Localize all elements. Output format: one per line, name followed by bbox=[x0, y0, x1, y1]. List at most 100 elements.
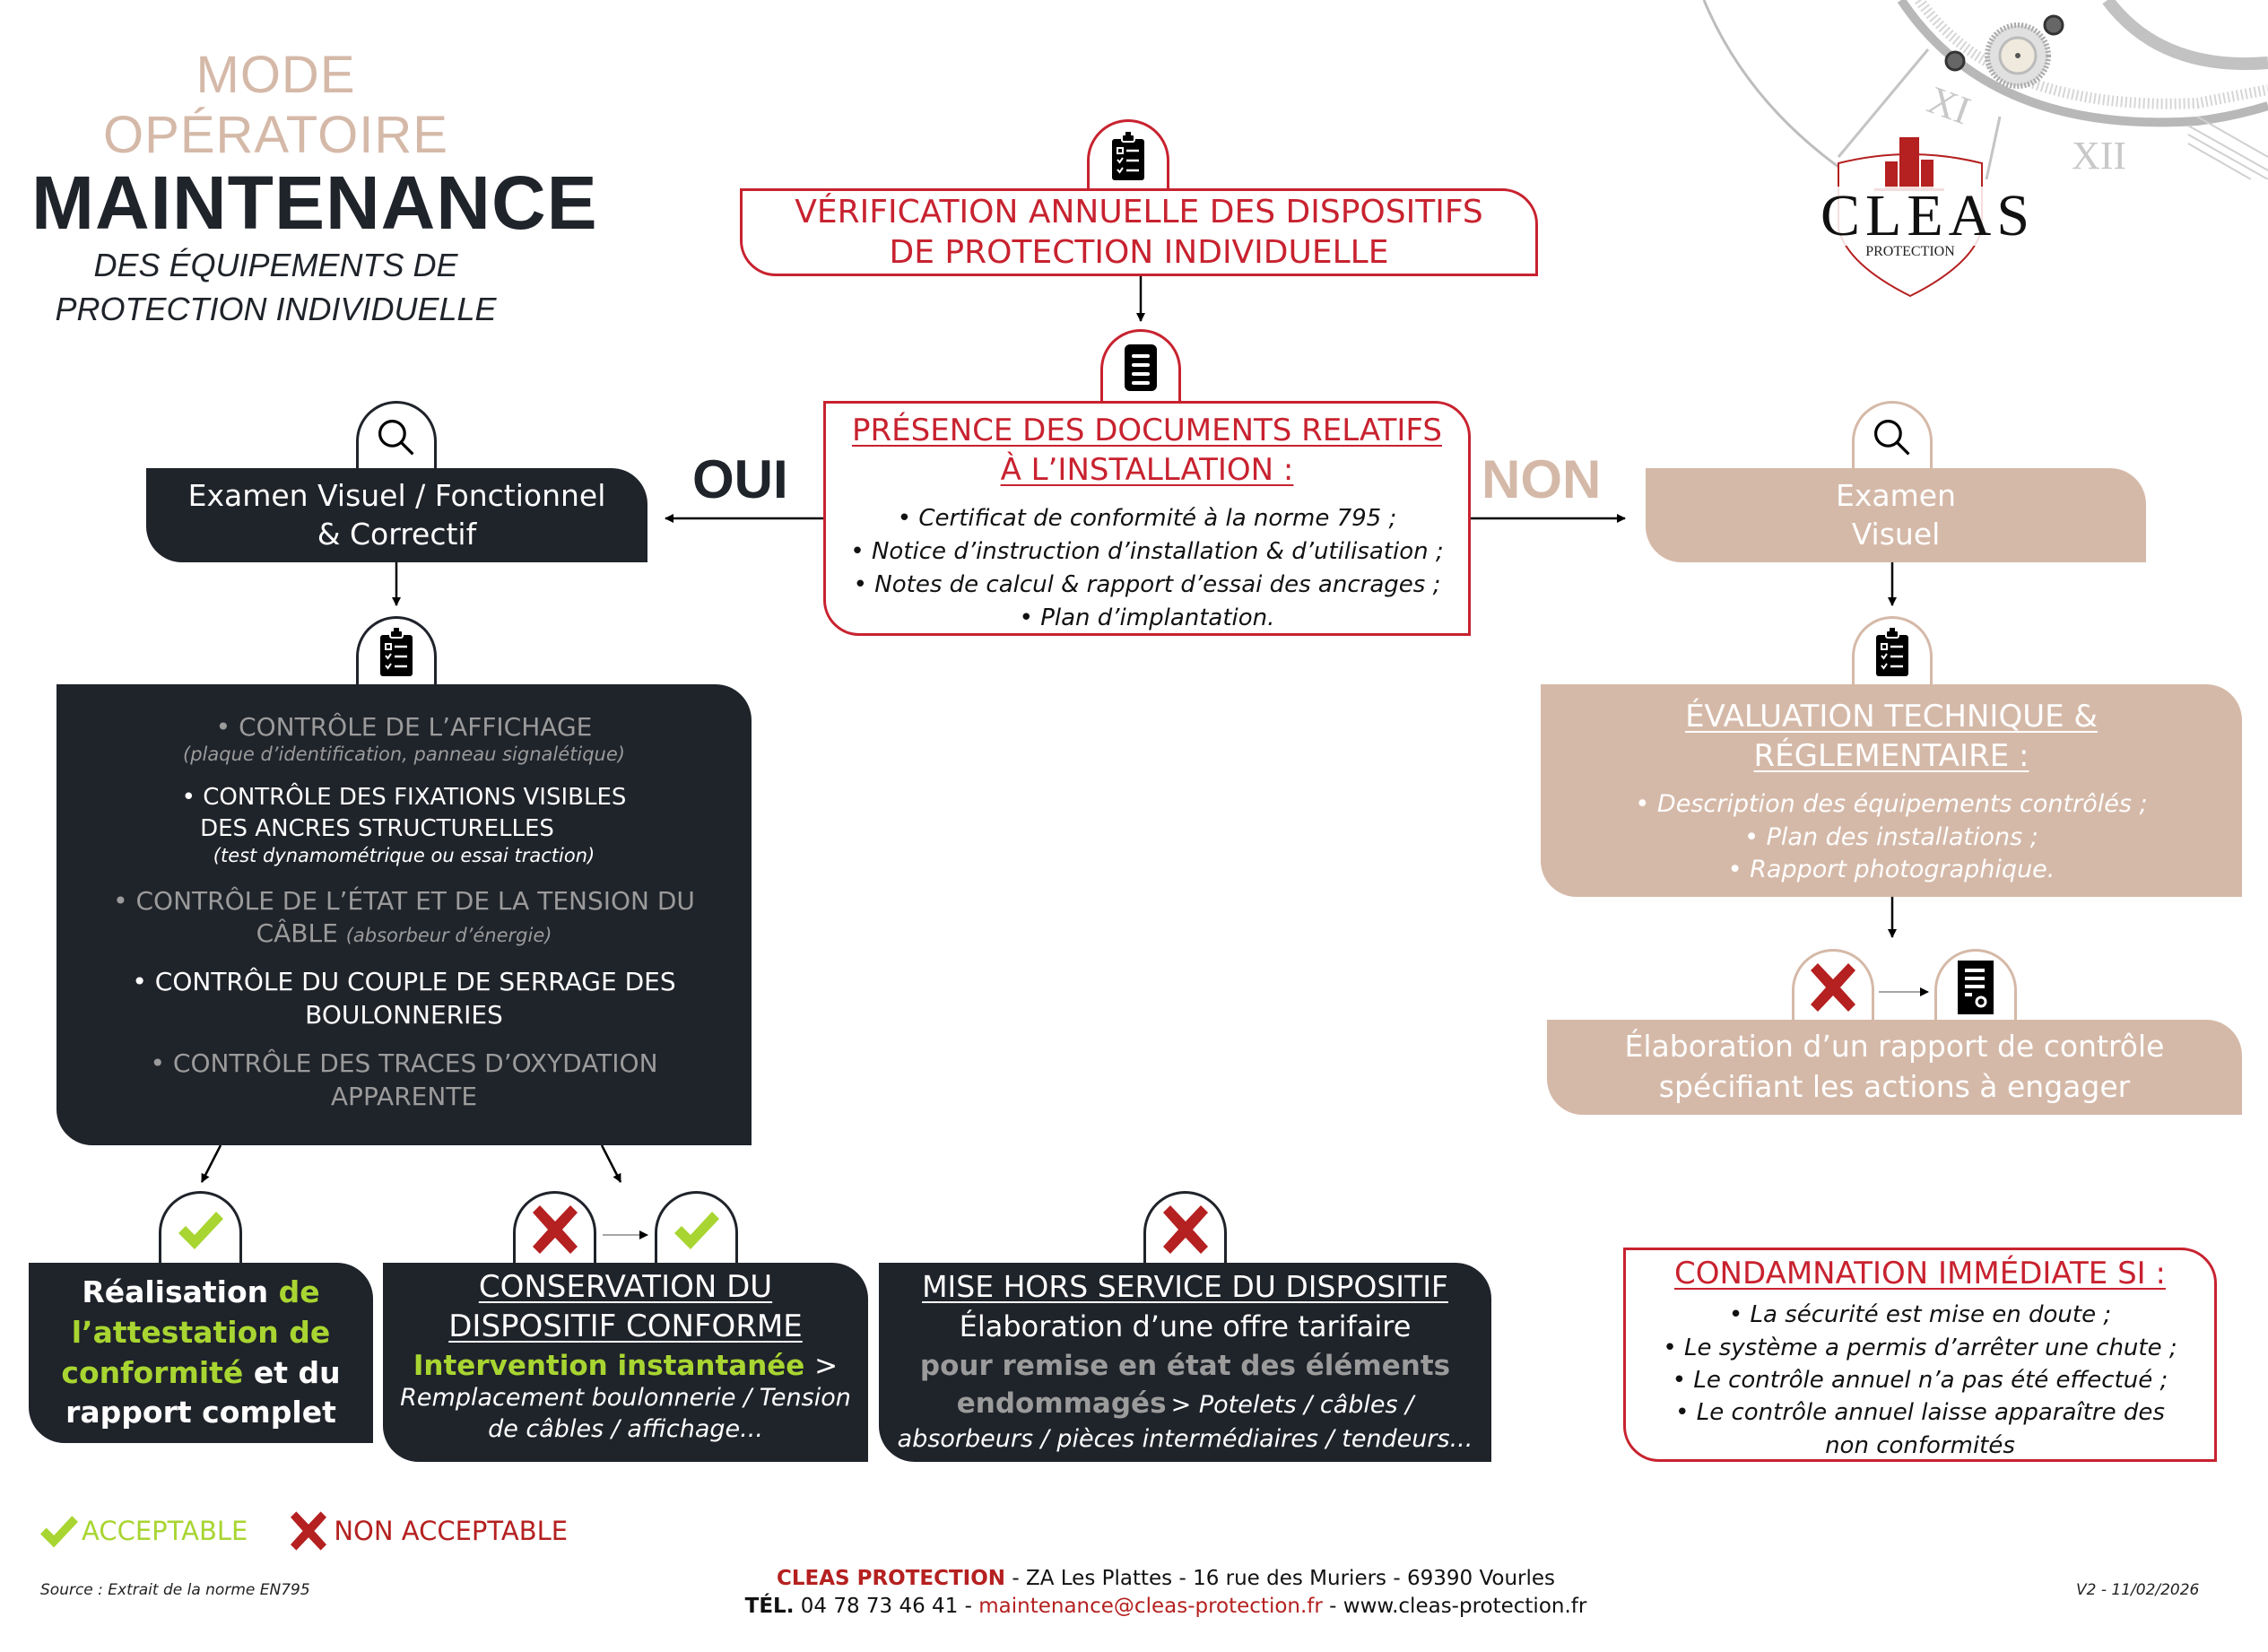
list-item-text: Plan d’implantation. bbox=[1040, 604, 1275, 632]
footer-company: CLEAS PROTECTION bbox=[776, 1567, 1006, 1590]
hors-service-outcome-box: MISE HORS SERVICE DU DISPOSITIF Élaborat… bbox=[879, 1263, 1491, 1462]
evaluation-list: • Description des équipements contrôlés … bbox=[1541, 788, 2242, 886]
bullet-icon: • bbox=[1675, 1399, 1697, 1427]
clipboard-checklist-icon bbox=[1110, 132, 1146, 182]
footer-tel: 04 78 73 46 41 - bbox=[794, 1595, 979, 1619]
branch-no-label: NON bbox=[1482, 449, 1602, 509]
conservation-outcome-box: CONSERVATION DU DISPOSITIF CONFORME Inte… bbox=[383, 1263, 868, 1462]
footer-source: Source : Extrait de la norme EN795 bbox=[40, 1581, 310, 1599]
branch-yes-label: OUI bbox=[692, 449, 788, 509]
list-item: • Description des équipements contrôlés … bbox=[1541, 788, 2242, 821]
list-item-text: Le système a permis d’arrêter une chute … bbox=[1683, 1334, 2177, 1361]
condamnation-list: • La sécurité est mise en doute ;• Le sy… bbox=[1626, 1299, 2214, 1430]
control-label: CONTRÔLE DE L’ÉTAT ET DE LA TENSION DU bbox=[135, 885, 695, 916]
right-exam-icon-tab bbox=[1852, 401, 1933, 471]
conservation-detail-2: de câbles / affichage... bbox=[488, 1415, 763, 1444]
conservation-title-2: DISPOSITIF CONFORME bbox=[448, 1308, 803, 1344]
hors-service-line-3b: > Potelets / câbles / bbox=[1170, 1391, 1414, 1420]
list-item-text: Notice d’instruction d’installation & d’… bbox=[871, 538, 1444, 566]
title-line-protection: PROTECTION INDIVIDUELLE bbox=[55, 290, 497, 327]
list-item: • Notice d’instruction d’installation & … bbox=[826, 535, 1468, 569]
magnifier-icon bbox=[1872, 417, 1913, 458]
hors-service-line-2: pour remise en état des éléments bbox=[919, 1349, 1451, 1382]
cross-icon bbox=[533, 1205, 578, 1254]
right-exam-line-2: Visuel bbox=[1851, 516, 1941, 552]
control-label: CONTRÔLE DE L’AFFICHAGE bbox=[239, 712, 593, 742]
hors-service-line-4: absorbeurs / pièces intermédiaires / ten… bbox=[897, 1424, 1473, 1453]
acceptable-text-1: Réalisation bbox=[82, 1274, 269, 1310]
legend-non-acceptable: NON ACCEPTABLE bbox=[334, 1516, 569, 1546]
left-exam-line-1: Examen Visuel / Fonctionnel bbox=[187, 477, 606, 513]
legend: ACCEPTABLE NON ACCEPTABLE bbox=[40, 1511, 568, 1551]
bullet-icon: • bbox=[1019, 604, 1041, 632]
control-item: • CONTRÔLE DES FIXATIONS VISIBLES DES AN… bbox=[56, 782, 752, 868]
report-box: Élaboration d’un rapport de contrôle spé… bbox=[1547, 1020, 2242, 1115]
bullet-icon: • bbox=[897, 505, 919, 533]
hors-service-line-1: Élaboration d’une offre tarifaire bbox=[959, 1309, 1412, 1343]
clipboard-checklist-icon bbox=[1874, 628, 1910, 678]
cross-icon bbox=[1163, 1205, 1208, 1254]
list-item-text: Plan des installations ; bbox=[1766, 822, 2038, 851]
title-line-mode-operatoire: MODE OPÉRATOIRE bbox=[103, 46, 448, 164]
bullet-icon: • bbox=[1727, 856, 1751, 884]
control-note: (absorbeur d’énergie) bbox=[345, 924, 552, 946]
control-item: • CONTRÔLE DE L’ÉTAT ET DE LA TENSION DU… bbox=[113, 885, 695, 948]
footer-tel-label: TÉL. bbox=[744, 1595, 795, 1619]
control-label-cont: APPARENTE bbox=[330, 1081, 478, 1111]
clock-gear-decoration bbox=[1702, 0, 2268, 179]
control-item: • CONTRÔLE DE L’AFFICHAGE (plaque d’iden… bbox=[56, 711, 752, 766]
footer-contact: CLEAS PROTECTION - ZA Les Plattes - 16 r… bbox=[628, 1565, 1704, 1621]
bullet-icon: • bbox=[1728, 1301, 1751, 1329]
control-note: (test dynamométrique ou essai traction) bbox=[213, 844, 595, 866]
clock-numeral-xii: XII bbox=[2072, 134, 2127, 178]
footer-email-link[interactable]: maintenance@cleas-protection.fr bbox=[978, 1595, 1323, 1619]
control-item: • CONTRÔLE DU COUPLE DE SERRAGE DES BOUL… bbox=[56, 966, 752, 1031]
conservation-arrow: > bbox=[814, 1350, 839, 1383]
conservation-title-1: CONSERVATION DU bbox=[478, 1269, 773, 1305]
list-item-text: Le contrôle annuel laisse apparaître des bbox=[1696, 1399, 2165, 1427]
conservation-detail-1: Remplacement boulonnerie / Tension bbox=[400, 1384, 851, 1413]
control-label: CONTRÔLE DES FIXATIONS VISIBLES bbox=[203, 784, 627, 812]
documents-icon-tab bbox=[1100, 329, 1181, 404]
documents-box: PRÉSENCE DES DOCUMENTS RELATIFS À L’INST… bbox=[823, 401, 1471, 636]
list-item-text: Rapport photographique. bbox=[1750, 856, 2055, 884]
list-item-text: Notes de calcul & rapport d’essai des an… bbox=[874, 571, 1441, 599]
report-line-2: spécifiant les actions à engager bbox=[1658, 1069, 2131, 1104]
footer-version: V2 - 11/02/2026 bbox=[2076, 1581, 2200, 1599]
list-item: • Plan d’implantation. bbox=[826, 602, 1468, 635]
hors-service-cross-tab bbox=[1143, 1191, 1227, 1265]
control-label: CONTRÔLE DU COUPLE DE SERRAGE DES bbox=[154, 967, 676, 997]
bullet-icon: • bbox=[1744, 822, 1767, 851]
footer-website-link[interactable]: - www.cleas-protection.fr bbox=[1322, 1595, 1587, 1619]
footer-address: - ZA Les Plattes - 16 rue des Muriers - … bbox=[1005, 1567, 1556, 1590]
condamnation-title: CONDAMNATION IMMÉDIATE SI : bbox=[1674, 1256, 2166, 1291]
legend-acceptable: ACCEPTABLE bbox=[82, 1516, 248, 1546]
logo-name: CLEAS bbox=[1820, 183, 2036, 248]
bullet-icon: • bbox=[1672, 1366, 1694, 1394]
acceptable-text-2: de bbox=[278, 1274, 320, 1310]
list-item: • La sécurité est mise en doute ; bbox=[1626, 1299, 2214, 1331]
list-item: • Le contrôle annuel laisse apparaître d… bbox=[1626, 1396, 2214, 1429]
controls-box: • CONTRÔLE DE L’AFFICHAGE (plaque d’iden… bbox=[56, 684, 752, 1145]
list-item: • Le système a permis d’arrêter une chut… bbox=[1626, 1332, 2214, 1364]
documents-list: • Certificat de conformité à la norme 79… bbox=[826, 502, 1468, 635]
evaluation-box: ÉVALUATION TECHNIQUE & RÉGLEMENTAIRE : •… bbox=[1541, 684, 2242, 897]
bullet-icon: • bbox=[850, 538, 872, 566]
report-line-1: Élaboration d’un rapport de contrôle bbox=[1624, 1029, 2165, 1065]
hors-service-line-3a: endommagés bbox=[956, 1387, 1167, 1421]
control-note: (plaque d’identification, panneau signal… bbox=[183, 743, 625, 765]
right-exam-line-1: Examen bbox=[1836, 477, 1956, 513]
conservation-highlight: Intervention instantanée bbox=[413, 1350, 805, 1383]
evaluation-title-2: RÉGLEMENTAIRE : bbox=[1753, 738, 2029, 775]
document-icon bbox=[1123, 343, 1159, 393]
conservation-cross-tab bbox=[513, 1191, 596, 1265]
list-item: • Certificat de conformité à la norme 79… bbox=[826, 502, 1468, 535]
verification-line-2: DE PROTECTION INDIVIDUELLE bbox=[889, 234, 1389, 271]
documents-title-line-1: PRÉSENCE DES DOCUMENTS RELATIFS bbox=[852, 413, 1442, 448]
conservation-check-tab bbox=[655, 1191, 738, 1265]
logo-tagline: PROTECTION bbox=[1865, 244, 1955, 259]
verification-box: VÉRIFICATION ANNUELLE DES DISPOSITIFS DE… bbox=[740, 188, 1538, 276]
bullet-icon: • bbox=[853, 571, 875, 599]
control-label: CONTRÔLE DES TRACES D’OXYDATION bbox=[172, 1048, 658, 1079]
